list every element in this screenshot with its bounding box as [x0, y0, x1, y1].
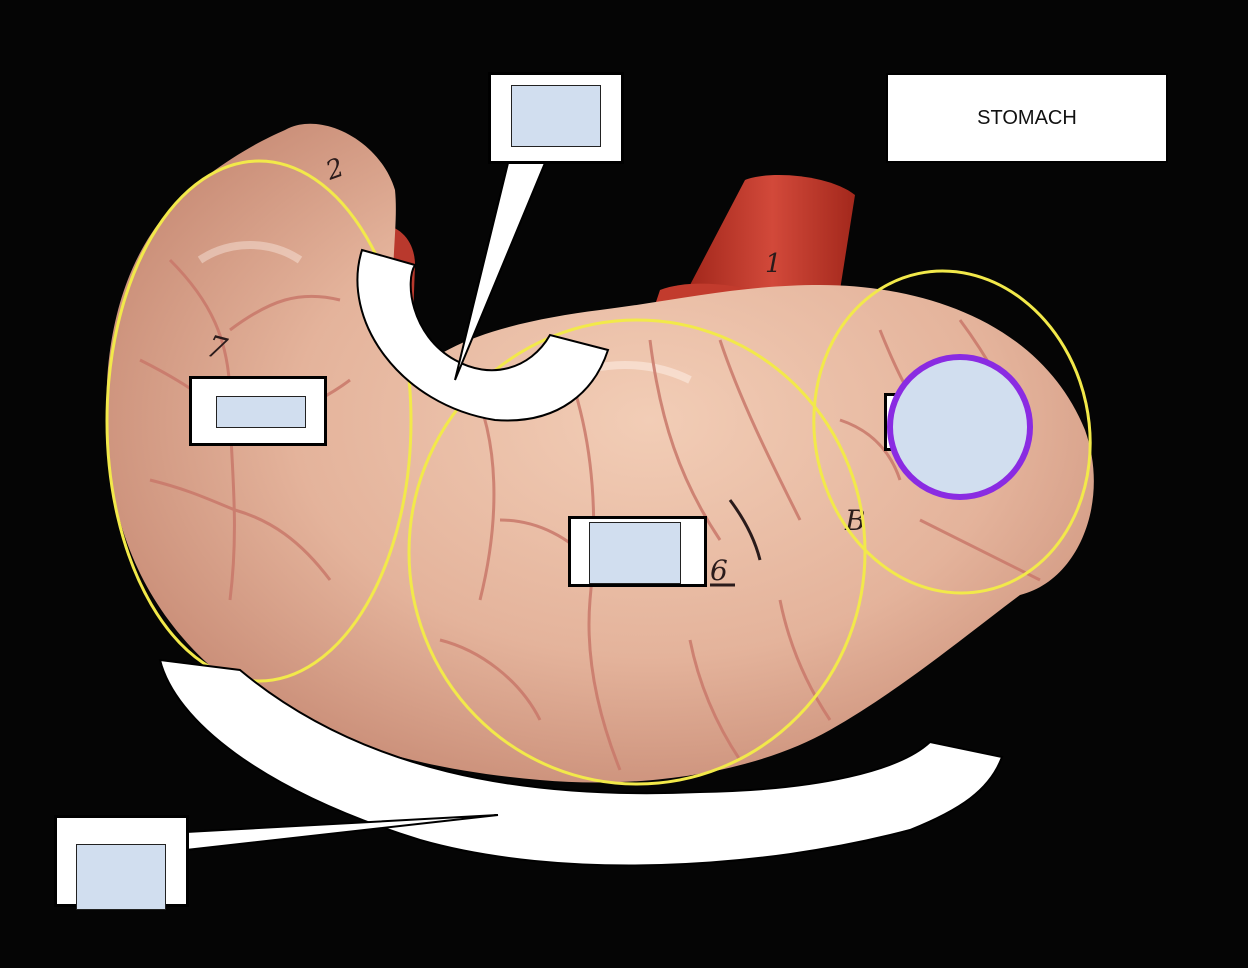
label-box-left	[189, 376, 327, 446]
title-text: STOMACH	[977, 106, 1077, 129]
title-box: STOMACH	[886, 73, 1168, 163]
drop-slot-left-region[interactable]	[216, 396, 306, 428]
label-box-bottom	[54, 815, 189, 910]
label-box-center	[568, 516, 707, 587]
region-outlines	[105, 159, 1092, 786]
mark-6: 6	[710, 554, 728, 587]
drop-slot-center-region[interactable]	[589, 522, 681, 584]
label-box-top	[488, 72, 624, 164]
mark-1: 1	[765, 249, 782, 279]
esophagus	[690, 175, 855, 297]
highlight-2	[197, 241, 303, 264]
stomach-body	[106, 123, 1094, 783]
drop-slot-top-curvature[interactable]	[511, 85, 601, 147]
bottom-curvature-band	[158, 658, 1004, 867]
drop-slot-right-region[interactable]	[887, 354, 1033, 500]
region-outline-right	[812, 269, 1092, 595]
region-outline-left	[105, 159, 413, 683]
mark-line	[728, 499, 762, 561]
top-curvature-band	[356, 248, 610, 422]
drop-slot-bottom-curvature[interactable]	[76, 844, 166, 910]
